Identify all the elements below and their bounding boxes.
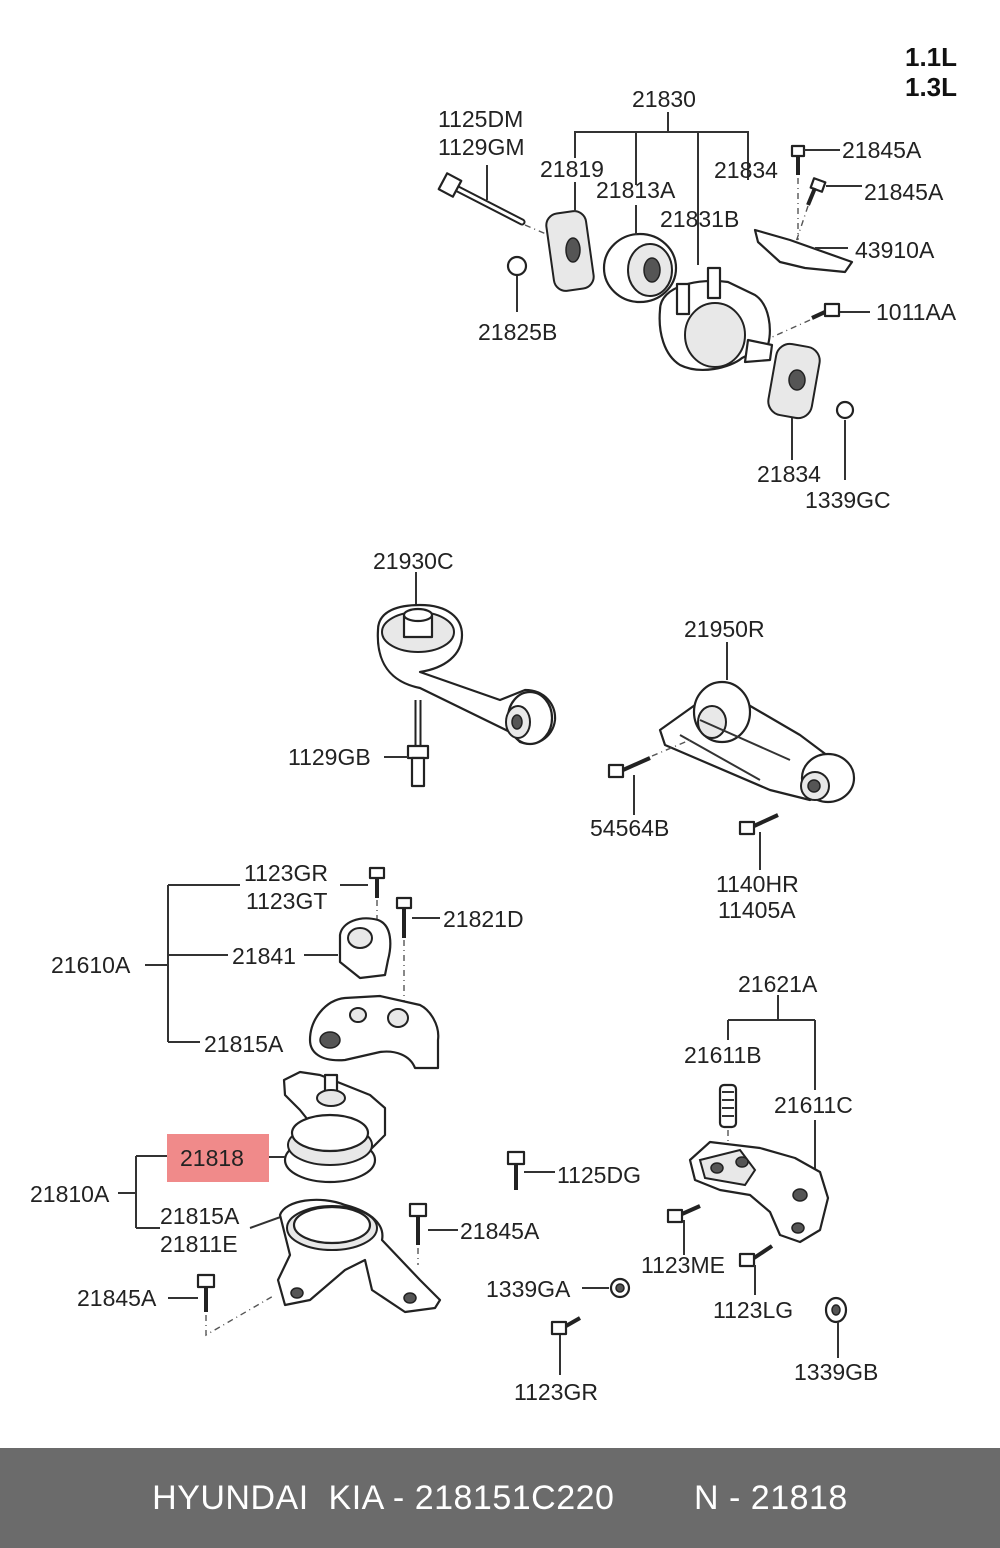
engine-size-1: 1.1L [905,42,957,72]
engine-mount-assembly [118,866,458,1337]
label-21830: 21830 [632,86,696,112]
label-21810A: 21810A [30,1181,110,1207]
label-1129GB: 1129GB [288,744,371,770]
parts-diagram: 1.1L 1.3L [30,42,957,1405]
label-21610A: 21610A [51,952,131,978]
label-21834-bottom: 21834 [757,461,821,487]
top-mount-assembly [437,112,870,480]
label-21845A-3: 21845A [460,1218,540,1244]
label-21831B: 21831B [660,206,739,232]
label-21841: 21841 [232,943,296,969]
label-21845A-4: 21845A [77,1285,157,1311]
label-11405A: 11405A [718,897,796,923]
label-1125DG: 1125DG [557,1162,641,1188]
label-21845A-2: 21845A [864,179,944,205]
label-21825B: 21825B [478,319,557,345]
label-1123GR-2: 1123GR [514,1379,598,1405]
label-21950R: 21950R [684,616,765,642]
engine-size-2: 1.3L [905,72,957,102]
label-1125DM: 1125DM [438,106,523,132]
label-21815A-1: 21815A [204,1031,284,1057]
label-21813A: 21813A [596,177,676,203]
torque-rod-assembly [376,572,856,870]
highlight-box [167,1134,269,1182]
label-1123GT: 1123GT [246,888,327,914]
label-43910A: 43910A [855,237,935,263]
footer-part-number: HYUNDAI KIA - 218151C220 [152,1478,615,1517]
label-1140HR: 1140HR [716,871,799,897]
label-21815A-2: 21815A [160,1203,240,1229]
label-1123ME: 1123ME [641,1252,725,1278]
label-21818: 21818 [180,1145,244,1171]
label-1123GR-1: 1123GR [244,860,328,886]
label-21611B: 21611B [684,1042,762,1068]
footer-bar: HYUNDAI KIA - 218151C220 N - 21818 [0,1448,1000,1548]
label-1123LG: 1123LG [713,1297,793,1323]
footer-diagram-number: N - 21818 [694,1478,848,1517]
label-21811E: 21811E [160,1231,238,1257]
label-1011AA: 1011AA [876,299,957,325]
label-1339GC: 1339GC [805,487,891,513]
label-21834-top: 21834 [714,157,778,183]
label-1129GM: 1129GM [438,134,525,160]
label-21845A-1: 21845A [842,137,922,163]
label-21821D: 21821D [443,906,524,932]
transmission-mount-assembly [506,995,848,1375]
label-1339GB: 1339GB [794,1359,878,1385]
label-21819: 21819 [540,156,604,182]
label-54564B: 54564B [590,815,669,841]
label-1339GA: 1339GA [486,1276,571,1302]
label-21611C: 21611C [774,1092,853,1118]
label-21930C: 21930C [373,548,454,574]
label-21621A: 21621A [738,971,818,997]
